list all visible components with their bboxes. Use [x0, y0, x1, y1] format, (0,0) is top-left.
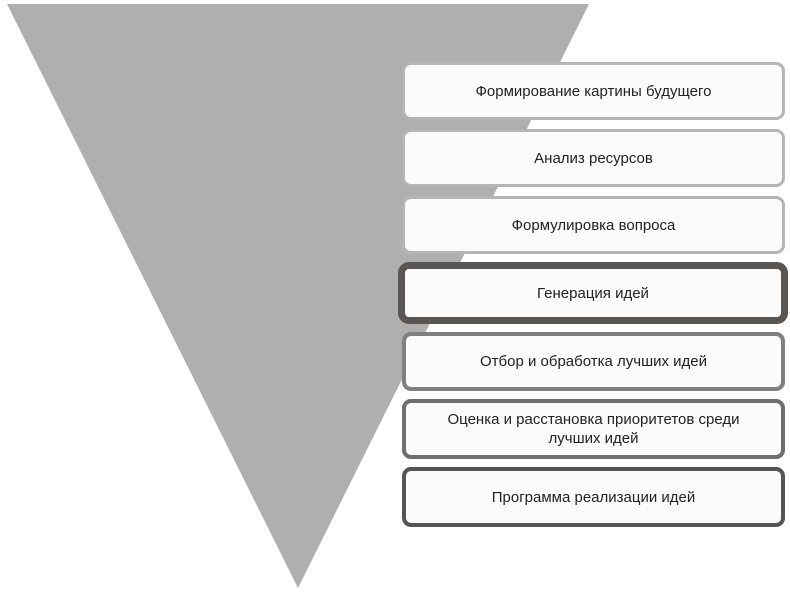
step-label: Анализ ресурсов [534, 149, 653, 167]
step-label: Формулировка вопроса [511, 216, 676, 234]
step-implementation-program: Программа реализации идей [402, 467, 785, 527]
step-label: Отбор и обработка лучших идей [479, 353, 708, 370]
step-idea-generation: Генерация идей [398, 262, 788, 324]
step-resource-analysis: Анализ ресурсов [402, 129, 785, 187]
step-label: Формирование картины будущего [475, 82, 712, 100]
step-prioritization: Оценка и расстановка приоритетов среди л… [402, 399, 785, 459]
step-future-vision: Формирование картины будущего [402, 62, 785, 120]
step-label: Оценка и расстановка приоритетов среди л… [447, 411, 740, 447]
step-question-formulation: Формулировка вопроса [402, 196, 785, 254]
step-idea-selection: Отбор и обработка лучших идей [402, 332, 785, 391]
step-label: Программа реализации идей [491, 488, 696, 506]
step-label: Генерация идей [537, 284, 649, 302]
